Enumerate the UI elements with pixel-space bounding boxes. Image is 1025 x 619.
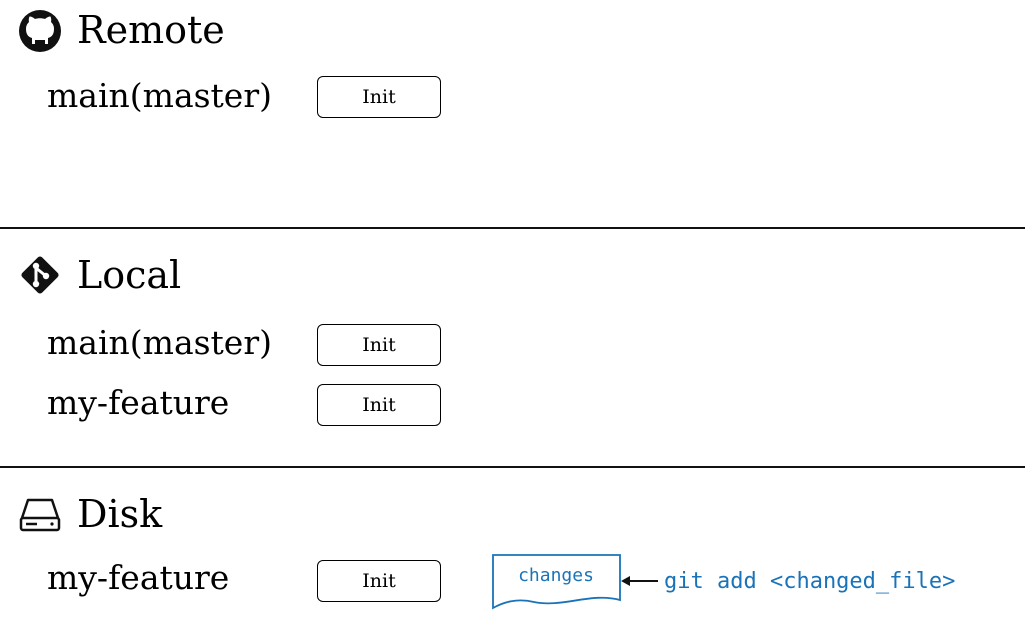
disk-branch-feature-label: my-feature <box>47 558 230 597</box>
changes-document: changes <box>492 554 622 610</box>
local-feature-commit-init[interactable]: Init <box>317 384 441 426</box>
local-branch-feature-label: my-feature <box>47 383 230 422</box>
remote-title: Remote <box>77 8 225 52</box>
remote-section: Remote main(master) Init <box>0 0 1025 227</box>
local-main-commit-init[interactable]: Init <box>317 324 441 366</box>
arrow-left-icon <box>621 576 658 586</box>
remote-branch-main-label: main(master) <box>47 76 272 115</box>
remote-main-commit-init[interactable]: Init <box>317 76 441 118</box>
local-section: Local main(master) Init my-feature Init <box>0 229 1025 466</box>
changes-label: changes <box>518 565 594 586</box>
disk-title: Disk <box>77 492 163 536</box>
disk-section: Disk my-feature Init <box>0 468 1025 619</box>
document-shape-icon <box>492 554 621 610</box>
local-branch-main-label: main(master) <box>47 323 272 362</box>
git-icon <box>21 256 59 294</box>
local-title: Local <box>77 253 182 297</box>
git-add-command: git add <changed_file> <box>664 569 956 594</box>
github-icon <box>19 10 61 52</box>
remote-local-divider <box>0 227 1025 229</box>
hard-drive-icon <box>19 498 61 532</box>
local-disk-divider <box>0 466 1025 468</box>
disk-feature-commit-init[interactable]: Init <box>317 560 441 602</box>
